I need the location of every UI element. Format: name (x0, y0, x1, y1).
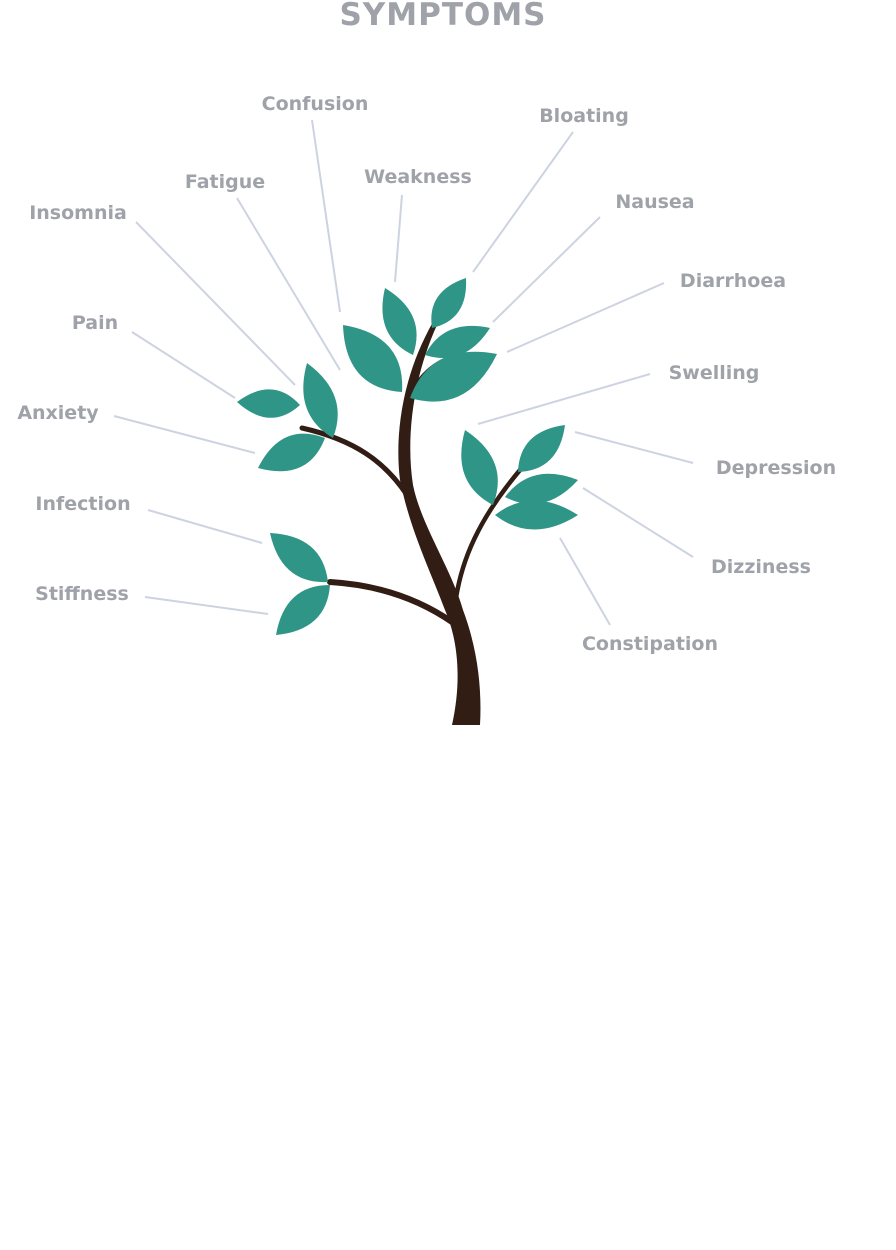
leader-line-insomnia (135, 221, 296, 386)
branch-lower-left (327, 579, 455, 625)
branch-right (453, 467, 523, 601)
label-diarrhoea: Diarrhoea (680, 270, 786, 292)
label-confusion: Confusion (262, 93, 369, 115)
label-constipation: Constipation (582, 633, 718, 655)
label-bloating: Bloating (539, 105, 629, 127)
leaf-8 (431, 278, 467, 328)
label-swelling: Swelling (669, 362, 760, 384)
leader-line-depression (574, 431, 694, 464)
leader-line-fatigue (236, 197, 341, 371)
leader-line-dizziness (582, 487, 694, 558)
leaf-1 (276, 584, 330, 635)
leaf-12 (518, 425, 565, 472)
leaf-6 (343, 325, 403, 392)
leader-line-pain (131, 331, 236, 399)
label-infection: Infection (35, 493, 130, 515)
leaf-9 (425, 325, 490, 359)
leader-line-diarrhoea (506, 282, 665, 353)
leader-line-bloating (472, 131, 574, 273)
label-anxiety: Anxiety (17, 402, 99, 424)
leaf-2 (270, 533, 328, 583)
label-insomnia: Insomnia (29, 202, 127, 224)
leader-lines (113, 119, 694, 626)
leader-line-anxiety (113, 415, 256, 454)
leader-line-constipation (559, 537, 611, 626)
leaves (237, 278, 578, 635)
label-dizziness: Dizziness (711, 556, 811, 578)
leader-line-infection (147, 509, 263, 544)
leader-line-weakness (394, 194, 403, 283)
leaf-14 (495, 500, 578, 530)
leader-line-stiffness (144, 596, 269, 615)
leaf-3 (237, 389, 300, 418)
leaf-10 (410, 351, 497, 402)
leader-line-confusion (311, 119, 341, 313)
label-fatigue: Fatigue (185, 171, 265, 193)
label-depression: Depression (716, 457, 836, 479)
label-pain: Pain (72, 312, 118, 334)
label-weakness: Weakness (364, 166, 472, 188)
label-stiffness: Stiffness (35, 583, 129, 605)
branch-upper-left (299, 425, 410, 498)
trunk (398, 322, 481, 725)
leaf-11 (461, 430, 498, 505)
leaf-4 (258, 433, 325, 472)
leader-line-swelling (477, 373, 651, 425)
tree (237, 278, 578, 725)
leaf-13 (505, 473, 578, 505)
label-nausea: Nausea (615, 191, 694, 213)
diagram-title: SYMPTOMS (339, 0, 546, 33)
leaf-5 (303, 363, 338, 438)
leader-line-nausea (492, 216, 601, 323)
leaf-7 (382, 288, 417, 355)
